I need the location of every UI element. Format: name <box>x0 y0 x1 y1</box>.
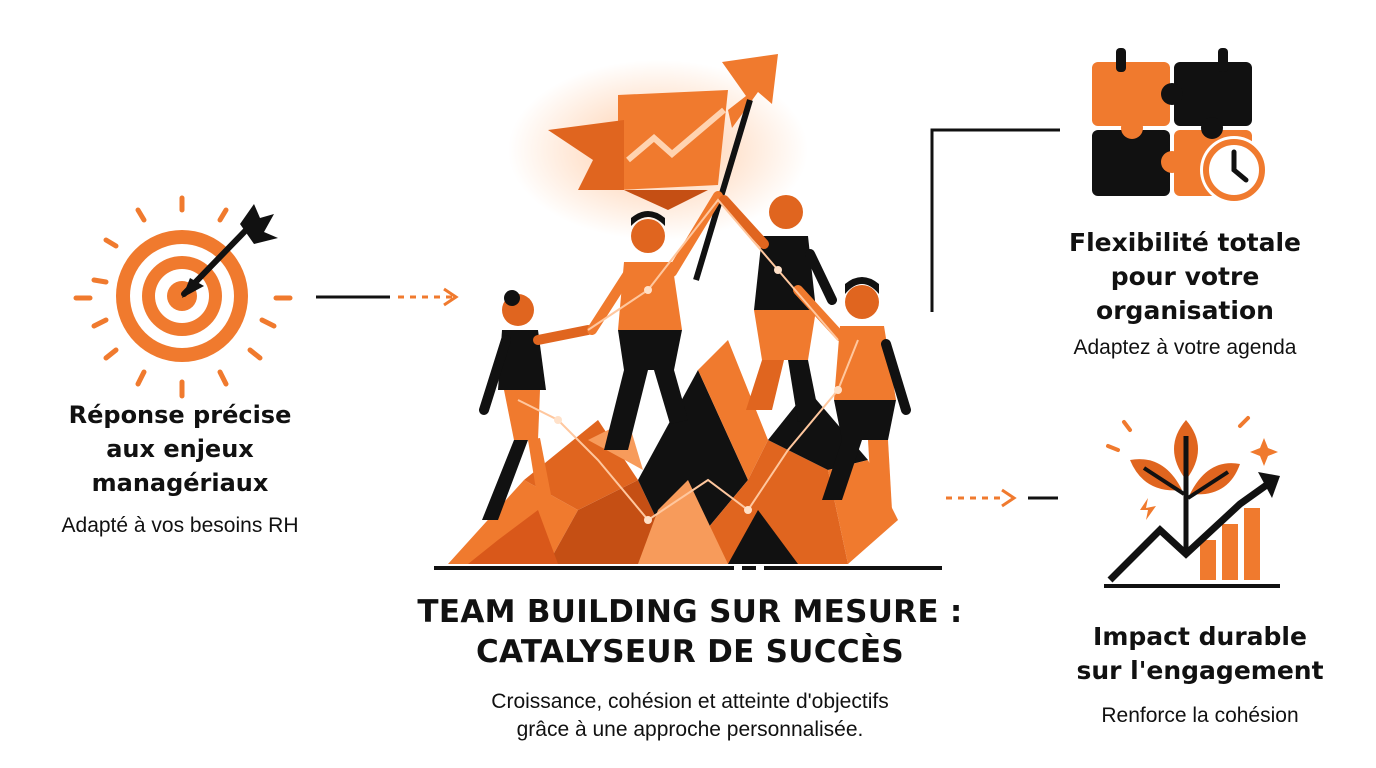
target-arrow-icon <box>73 195 293 399</box>
top-right-card-title: Flexibilité totale pour votre organisati… <box>1020 226 1350 328</box>
br-title-line1: Impact durable <box>1093 622 1307 651</box>
br-title-line2: sur l'engagement <box>1076 656 1324 685</box>
center-title-line1: TEAM BUILDING SUR MESURE : <box>417 594 963 630</box>
tr-title-line3: organisation <box>1096 296 1274 325</box>
bottom-right-card-title: Impact durable sur l'engagement <box>1040 620 1360 688</box>
bottom-right-card-subtitle: Renforce la cohésion <box>1101 704 1299 727</box>
top-right-connector <box>930 128 1060 312</box>
puzzle-calendar-clock-icon <box>1092 48 1268 204</box>
left-title-line3: managériaux <box>91 469 269 497</box>
tr-title-line1: Flexibilité totale <box>1069 228 1301 257</box>
left-card-subtitle: Adapté à vos besoins RH <box>61 514 299 537</box>
center-subtitle: Croissance, cohésion et atteinte d'objec… <box>400 688 980 744</box>
left-title-line1: Réponse précise <box>68 401 292 429</box>
bottom-right-connector <box>946 488 1058 508</box>
center-subtitle-line2: grâce à une approche personnalisée. <box>516 718 864 741</box>
team-climbing-flag-illustration <box>434 54 942 570</box>
left-connector <box>316 287 459 307</box>
tr-title-line2: pour votre <box>1110 262 1260 291</box>
top-right-card-subtitle: Adaptez à votre agenda <box>1073 336 1297 359</box>
plant-growth-chart-icon <box>1104 416 1280 588</box>
left-card-title: Réponse précise aux enjeux managériaux <box>20 398 340 500</box>
center-title-line2: CATALYSEUR DE SUCCÈS <box>476 634 904 670</box>
left-title-line2: aux enjeux <box>106 435 254 463</box>
center-subtitle-line1: Croissance, cohésion et atteinte d'objec… <box>491 690 889 713</box>
center-title: TEAM BUILDING SUR MESURE : CATALYSEUR DE… <box>360 592 1020 672</box>
